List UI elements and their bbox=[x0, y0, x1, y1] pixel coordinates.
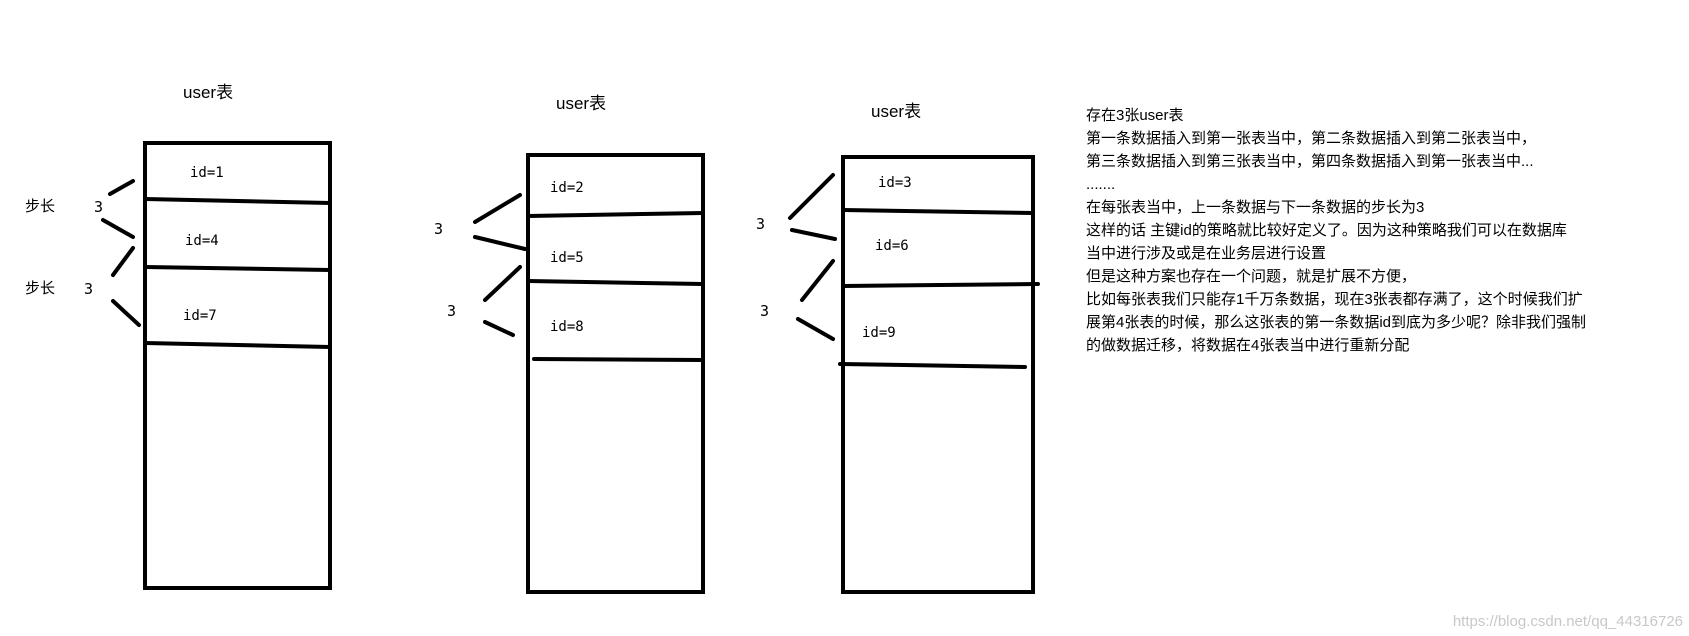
table-1-step-num-2: 3 bbox=[84, 280, 93, 298]
table-2-id-5: id=5 bbox=[550, 250, 584, 266]
table-1-row-divider-3 bbox=[143, 341, 332, 349]
table-3-title: user表 bbox=[871, 102, 921, 121]
table-1-title: user表 bbox=[183, 83, 233, 102]
table-3-step-stroke-c bbox=[800, 259, 835, 302]
table-1-box bbox=[143, 141, 332, 590]
note-line-2: 第一条数据插入到第一张表当中，第二条数据插入到第二张表当中， bbox=[1086, 129, 1536, 147]
table-1-step-stroke-d bbox=[111, 299, 141, 327]
table-1-row-divider-2 bbox=[143, 265, 332, 272]
table-2-step-stroke-b bbox=[473, 235, 527, 251]
table-3-step-stroke-d bbox=[796, 317, 835, 341]
note-line-3: 第三条数据插入到第三张表当中，第四条数据插入到第一张表当中... bbox=[1086, 152, 1534, 170]
table-2-id-2: id=2 bbox=[550, 180, 584, 196]
note-line-10: 展第4张表的时候，那么这张表的第一条数据id到底为多少呢？除非我们强制 bbox=[1086, 313, 1586, 331]
table-2-box bbox=[526, 153, 705, 594]
note-line-6: 这样的话 主键id的策略就比较好定义了。因为这种策略我们可以在数据库 bbox=[1086, 221, 1567, 239]
note-line-1: 存在3张user表 bbox=[1086, 107, 1184, 124]
table-1-step-stroke-b bbox=[101, 218, 135, 239]
table-1-step-word-2: 步长 bbox=[25, 280, 55, 297]
table-3-box bbox=[841, 155, 1035, 594]
table-1-id-7: id=7 bbox=[183, 308, 217, 324]
table-2-step-num-1: 3 bbox=[434, 220, 443, 238]
note-line-4: ....... bbox=[1086, 176, 1115, 193]
table-3-step-stroke-a bbox=[788, 173, 835, 220]
table-3-row-divider-2 bbox=[841, 282, 1040, 288]
table-2-step-stroke-d bbox=[483, 320, 515, 337]
table-2-step-num-2: 3 bbox=[447, 302, 456, 320]
note-line-7: 当中进行涉及或是在业务层进行设置 bbox=[1086, 245, 1326, 262]
table-2-row-divider-2 bbox=[526, 279, 705, 286]
table-3-row-divider-1 bbox=[841, 208, 1035, 215]
notes-block: 存在3张user表 第一条数据插入到第一张表当中，第二条数据插入到第二张表当中，… bbox=[1086, 107, 1586, 354]
table-1-step-stroke-a bbox=[108, 179, 135, 196]
table-3-step-stroke-b bbox=[790, 228, 837, 241]
note-line-5: 在每张表当中，上一条数据与下一条数据的步长为3 bbox=[1086, 199, 1424, 216]
table-1-id-4: id=4 bbox=[185, 233, 219, 249]
table-1-id-1: id=1 bbox=[190, 165, 224, 181]
table-2-title: user表 bbox=[556, 94, 606, 113]
table-3-step-num-2: 3 bbox=[760, 302, 769, 320]
note-line-8: 但是这种方案也存在一个问题，就是扩展不方便， bbox=[1086, 267, 1416, 285]
table-3-id-3: id=3 bbox=[878, 175, 912, 191]
table-3-step-num-1: 3 bbox=[756, 215, 765, 233]
table-2-step-stroke-c bbox=[483, 265, 522, 302]
table-1-step-word-1: 步长 bbox=[25, 198, 55, 215]
watermark: https://blog.csdn.net/qq_44316726 bbox=[1453, 613, 1683, 630]
note-line-9: 比如每张表我们只能存1千万条数据，现在3张表都存满了，这个时候我们扩 bbox=[1086, 291, 1583, 308]
table-2-step-stroke-a bbox=[473, 193, 522, 224]
table-2-row-divider-3 bbox=[532, 357, 705, 362]
table-2-row-divider-1 bbox=[526, 211, 705, 218]
table-3-id-9: id=9 bbox=[862, 325, 896, 341]
table-1-step-num-1: 3 bbox=[94, 198, 103, 216]
table-3-row-divider-3 bbox=[838, 362, 1027, 369]
note-line-11: 的做数据迁移，将数据在4张表当中进行重新分配 bbox=[1086, 337, 1409, 354]
table-1-row-divider-1 bbox=[143, 197, 332, 205]
table-2-id-8: id=8 bbox=[550, 319, 584, 335]
table-3-id-6: id=6 bbox=[875, 238, 909, 254]
table-1-step-stroke-c bbox=[111, 246, 135, 277]
